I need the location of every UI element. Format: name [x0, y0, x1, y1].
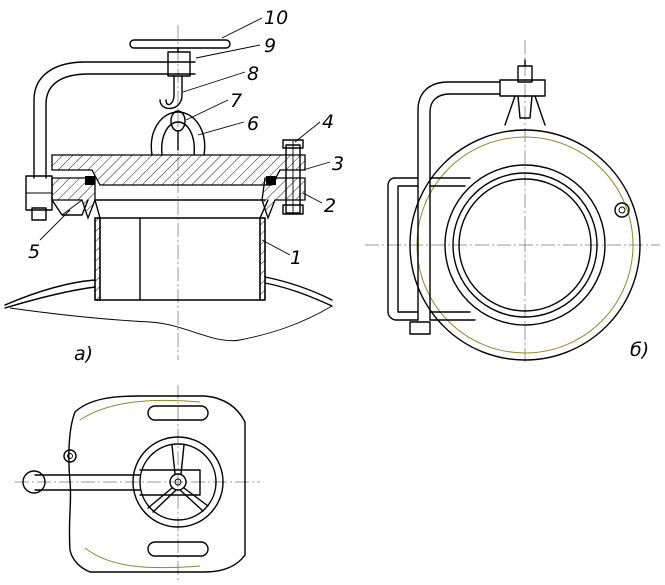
- label-1: 1: [290, 247, 302, 269]
- coaming-body: [94, 217, 266, 301]
- label-7: 7: [230, 90, 242, 112]
- bracket-5-hatch: [61, 199, 83, 216]
- leader-10: [221, 17, 263, 39]
- view-b-caption: б): [630, 339, 649, 361]
- deck-plate-left-inner: [4, 286, 96, 309]
- hook-8-outer: [159, 75, 183, 110]
- plan-hub: [169, 473, 187, 491]
- leader-4: [294, 121, 321, 143]
- view-a-caption: а): [74, 343, 93, 365]
- leader-9: [195, 44, 261, 59]
- seal-right: [266, 176, 276, 185]
- leader-5: [39, 209, 71, 241]
- deck-plate-right: [264, 282, 333, 307]
- eye-center-b: [517, 95, 533, 119]
- leader-2: [302, 192, 323, 204]
- spindle-collar-b: [499, 79, 546, 97]
- deck-plate-left: [4, 279, 96, 306]
- arm-tube-inner: [45, 73, 196, 179]
- bracket-bottom-links: [429, 311, 476, 321]
- eye-legs-b: [504, 95, 546, 126]
- hook-8: [165, 75, 175, 106]
- deck-break-line: [9, 305, 333, 342]
- handwheel-10: [129, 39, 231, 49]
- view-a-section: 10 9 8 7 6 4 3 2 1 5 а): [4, 7, 344, 365]
- leader-6: [197, 121, 245, 136]
- opening-circle: [458, 178, 592, 312]
- plan-arm-end: [139, 469, 201, 496]
- plan-slot-bottom: [147, 541, 209, 557]
- label-9: 9: [264, 35, 276, 57]
- bracket-frame-inner: [397, 185, 419, 313]
- coaming-inner-ring: [452, 172, 598, 318]
- label-4: 4: [322, 111, 334, 133]
- leader-8: [182, 71, 246, 93]
- bracket-frame-outer: [387, 177, 419, 321]
- coaming-left-section: [94, 217, 101, 301]
- bracket-top-links: [429, 177, 471, 187]
- bolt-head-b-inner: [618, 206, 626, 214]
- view-b-side: б): [365, 40, 660, 365]
- plan-arm-hinge: [22, 470, 46, 494]
- plan-spoke-top: [171, 444, 185, 475]
- label-5: 5: [28, 241, 40, 263]
- bracket-5: [51, 199, 89, 216]
- plan-olive-arcs: [79, 399, 201, 569]
- label-10: 10: [264, 7, 288, 29]
- coaming-outer-ring: [444, 164, 606, 326]
- arm-tube-outer: [33, 61, 196, 179]
- plan-spoke-right: [179, 487, 209, 512]
- arm-tube-b-outer: [417, 81, 501, 321]
- deck-plate-right-outer: [264, 276, 333, 301]
- leader-7: [185, 99, 229, 121]
- lifting-eye-6: [150, 111, 206, 156]
- label-8: 8: [247, 63, 259, 85]
- plan-handwheel-outer: [132, 436, 224, 528]
- leader-1: [261, 239, 291, 256]
- plan-handwheel-inner: [139, 443, 217, 521]
- plan-bolt: [63, 449, 77, 463]
- plan-bolt-inner: [67, 453, 73, 459]
- plan-arm: [34, 474, 141, 491]
- leader-3: [302, 161, 331, 171]
- label-3: 3: [332, 153, 344, 175]
- view-plan: [15, 385, 260, 580]
- spindle-nut: [167, 51, 191, 77]
- coaming-right-section: [259, 217, 266, 301]
- plan-spoke-left: [147, 487, 177, 513]
- plan-plate-outline: [68, 395, 246, 573]
- label-6: 6: [247, 113, 259, 135]
- cover-disc-outer: [409, 129, 641, 361]
- arm-hinge-nut: [31, 207, 47, 221]
- lifting-eye-6-inner: [161, 121, 195, 156]
- bolt-head-b: [614, 202, 630, 218]
- plan-hub-center: [174, 478, 182, 486]
- label-2: 2: [324, 195, 336, 217]
- plan-slot-top: [147, 405, 209, 421]
- seal-left: [85, 176, 95, 185]
- arm-tube-b-inner: [429, 93, 501, 321]
- flange-chamfer: [94, 199, 269, 219]
- hinge-nut-b: [409, 321, 431, 335]
- cover-disc-olive: [416, 136, 634, 354]
